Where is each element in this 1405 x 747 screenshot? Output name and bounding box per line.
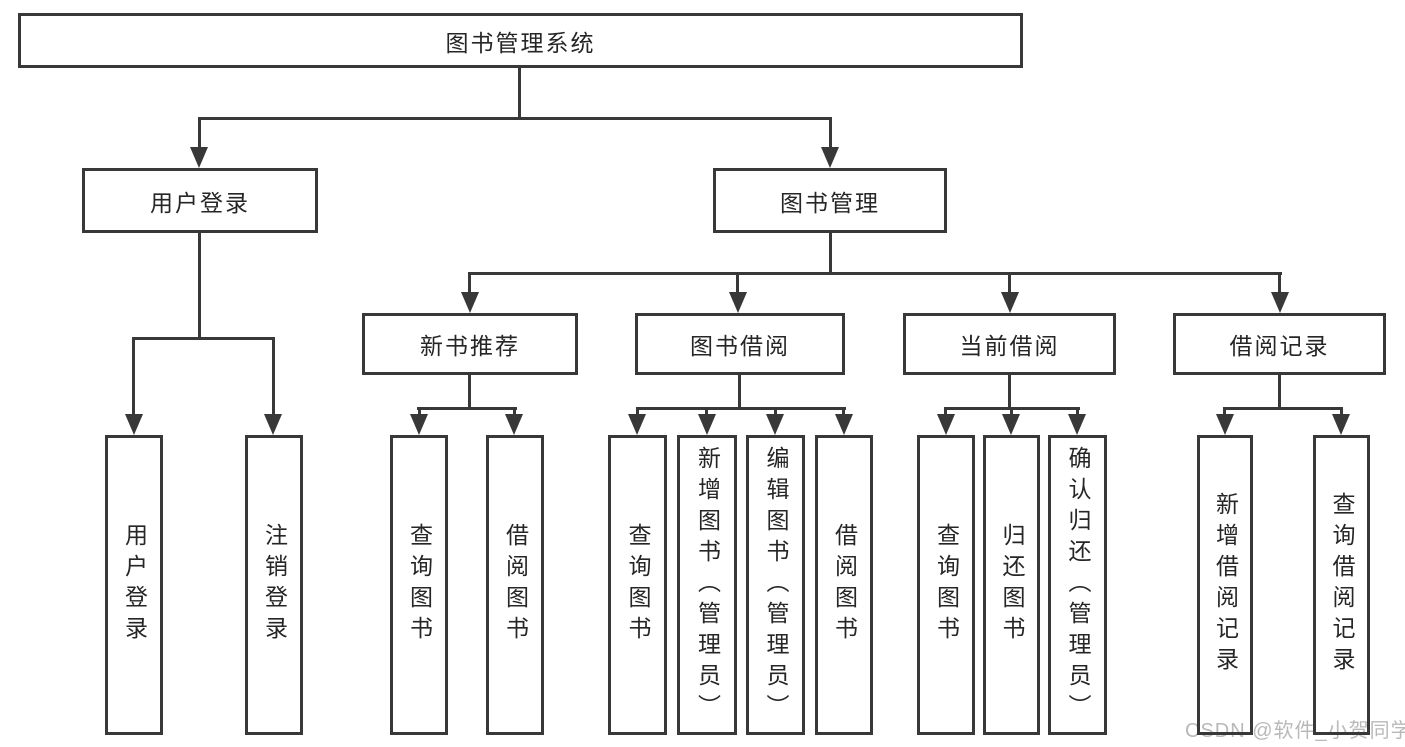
arrow-down-icon bbox=[1216, 414, 1234, 435]
connector-line bbox=[774, 407, 777, 419]
connector-line bbox=[1278, 272, 1281, 296]
connector-line bbox=[1010, 407, 1013, 419]
leaf-records-query-record: 查询借阅记录 bbox=[1313, 435, 1370, 735]
arrow-down-icon bbox=[410, 414, 428, 435]
arrow-down-icon bbox=[821, 147, 839, 168]
leaf-borrow-borrow-books-label: 借阅图书 bbox=[831, 523, 858, 647]
arrow-down-icon bbox=[628, 414, 646, 435]
connector-line bbox=[829, 117, 832, 149]
leaf-borrow-borrow-books: 借阅图书 bbox=[815, 435, 873, 735]
connector-line bbox=[198, 233, 201, 339]
arrow-down-icon bbox=[1068, 414, 1086, 435]
leaf-user-login: 用户登录 bbox=[105, 435, 163, 735]
leaf-recommend-borrow-books: 借阅图书 bbox=[486, 435, 544, 735]
connector-line bbox=[132, 337, 135, 417]
node-root: 图书管理系统 bbox=[18, 13, 1023, 68]
node-current-borrow-label: 当前借阅 bbox=[959, 333, 1060, 359]
leaf-recommend-query-books-label: 查询图书 bbox=[406, 523, 433, 647]
connector-line bbox=[198, 117, 832, 120]
leaf-recommend-query-books: 查询图书 bbox=[390, 435, 448, 735]
leaf-recommend-borrow-books-label: 借阅图书 bbox=[502, 523, 529, 647]
leaf-borrow-add-books-admin: 新增图书（管理员） bbox=[677, 435, 737, 735]
connector-line bbox=[198, 117, 201, 149]
leaf-current-query-books-label: 查询图书 bbox=[933, 523, 960, 647]
leaf-records-query-record-label: 查询借阅记录 bbox=[1329, 492, 1355, 678]
leaf-logout-login: 注销登录 bbox=[245, 435, 303, 735]
arrow-down-icon bbox=[125, 414, 143, 435]
leaf-borrow-query-books-label: 查询图书 bbox=[625, 523, 651, 647]
node-new-book-recommend: 新书推荐 bbox=[362, 313, 578, 375]
leaf-borrow-add-books-admin-label: 新增图书（管理员） bbox=[694, 445, 721, 725]
leaf-records-add-record: 新增借阅记录 bbox=[1197, 435, 1253, 735]
connector-line bbox=[132, 337, 275, 340]
connector-line bbox=[636, 407, 639, 419]
connector-line bbox=[468, 272, 1282, 275]
node-new-book-recommend-label: 新书推荐 bbox=[420, 333, 520, 359]
leaf-current-query-books: 查询图书 bbox=[917, 435, 975, 735]
connector-line bbox=[736, 272, 739, 296]
node-book-borrow-label: 图书借阅 bbox=[690, 333, 790, 359]
connector-line bbox=[418, 407, 421, 419]
arrow-down-icon bbox=[461, 292, 479, 313]
node-current-borrow: 当前借阅 bbox=[903, 313, 1116, 375]
connector-line bbox=[1076, 407, 1079, 419]
leaf-logout-login-label: 注销登录 bbox=[261, 523, 288, 647]
leaf-borrow-edit-books-admin: 编辑图书（管理员） bbox=[746, 435, 805, 735]
arrow-down-icon bbox=[835, 414, 853, 435]
leaf-current-confirm-return-admin-label: 确认归还（管理员） bbox=[1065, 445, 1091, 725]
connector-line bbox=[417, 407, 517, 410]
arrow-down-icon bbox=[1002, 414, 1020, 435]
node-book-borrow: 图书借阅 bbox=[635, 313, 845, 375]
connector-line bbox=[636, 407, 846, 410]
leaf-current-return-books: 归还图书 bbox=[983, 435, 1040, 735]
node-user-login-label: 用户登录 bbox=[150, 189, 250, 216]
leaf-current-confirm-return-admin: 确认归还（管理员） bbox=[1048, 435, 1107, 735]
connector-line bbox=[1278, 375, 1281, 409]
arrow-down-icon bbox=[1332, 414, 1350, 435]
leaf-records-add-record-label: 新增借阅记录 bbox=[1212, 492, 1239, 678]
arrow-down-icon bbox=[190, 147, 208, 168]
leaf-current-return-books-label: 归还图书 bbox=[999, 523, 1025, 647]
arrow-down-icon bbox=[505, 414, 523, 435]
node-user-login: 用户登录 bbox=[82, 168, 318, 233]
connector-line bbox=[842, 407, 845, 419]
node-borrow-records: 借阅记录 bbox=[1173, 313, 1386, 375]
arrow-down-icon bbox=[1271, 292, 1289, 313]
connector-line bbox=[944, 407, 947, 419]
connector-line bbox=[705, 407, 708, 419]
node-root-label: 图书管理系统 bbox=[445, 29, 596, 56]
watermark: CSDN @软件_小贺同学 bbox=[1185, 720, 1405, 742]
connector-line bbox=[468, 375, 471, 409]
connector-line bbox=[518, 68, 521, 118]
connector-line bbox=[738, 375, 741, 409]
arrow-down-icon bbox=[937, 414, 955, 435]
node-borrow-records-label: 借阅记录 bbox=[1229, 333, 1330, 359]
connector-line bbox=[1223, 407, 1226, 419]
leaf-borrow-edit-books-admin-label: 编辑图书（管理员） bbox=[763, 445, 789, 725]
connector-line bbox=[1008, 272, 1011, 296]
arrow-down-icon bbox=[698, 414, 716, 435]
arrow-down-icon bbox=[264, 414, 282, 435]
arrow-down-icon bbox=[766, 414, 784, 435]
connector-line bbox=[272, 337, 275, 417]
connector-line bbox=[513, 407, 516, 419]
connector-line bbox=[829, 233, 832, 274]
arrow-down-icon bbox=[1001, 292, 1019, 313]
connector-line bbox=[1340, 407, 1343, 419]
leaf-borrow-query-books: 查询图书 bbox=[608, 435, 667, 735]
node-book-management: 图书管理 bbox=[713, 168, 947, 233]
node-book-management-label: 图书管理 bbox=[780, 189, 880, 216]
connector-line bbox=[1223, 407, 1343, 410]
connector-line bbox=[468, 272, 471, 296]
connector-line bbox=[1008, 375, 1011, 409]
arrow-down-icon bbox=[729, 292, 747, 313]
leaf-user-login-label: 用户登录 bbox=[121, 523, 148, 647]
